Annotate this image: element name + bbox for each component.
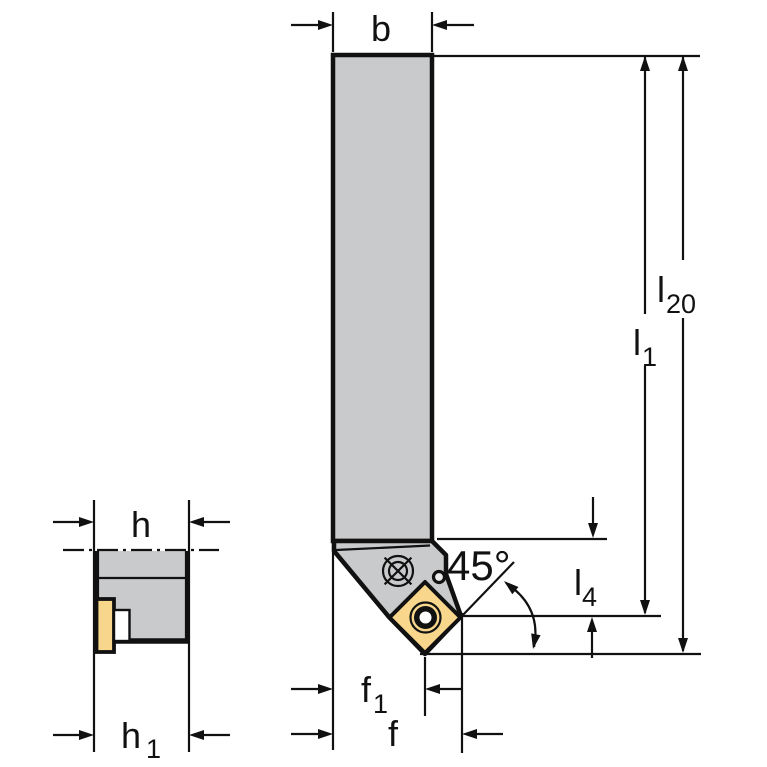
dimension-h: h <box>53 500 230 752</box>
side-view <box>63 548 219 654</box>
label-h1: h <box>121 715 141 756</box>
insert-hole <box>414 606 437 629</box>
insert-hole-outer <box>409 601 442 634</box>
dimension-l4: l 4 <box>574 497 598 658</box>
arrowhead <box>678 56 688 71</box>
arrowhead <box>640 600 650 615</box>
arrowhead <box>189 730 204 740</box>
screw-cross-line <box>383 556 413 586</box>
arrowhead <box>462 729 477 739</box>
label-l20: l <box>657 269 665 310</box>
label-f1: f <box>361 669 372 710</box>
arrowhead <box>531 633 541 649</box>
arrowhead <box>587 617 597 632</box>
arrowhead <box>318 729 333 739</box>
arrowhead <box>432 20 447 30</box>
cutting-insert-side <box>94 597 116 654</box>
angle-reference-line <box>460 561 515 618</box>
label-l4-sub: 4 <box>582 582 597 612</box>
tool-shank <box>330 52 435 544</box>
dimension-f1: f 1 <box>291 669 462 719</box>
label-h1-sub: 1 <box>146 734 161 764</box>
label-l20-sub: 20 <box>666 289 696 319</box>
label-f: f <box>388 713 399 754</box>
arrowhead <box>189 517 204 527</box>
insert-pocket-step <box>112 608 131 643</box>
clamp-pin-icon <box>431 569 447 585</box>
arrowhead <box>79 517 94 527</box>
arrowhead <box>588 523 598 538</box>
label-l4: l <box>574 562 582 603</box>
label-b: b <box>371 8 391 49</box>
arrowhead <box>504 581 519 595</box>
angle-annotation: 45° <box>447 542 541 649</box>
front-extension-lines <box>331 54 701 753</box>
dimension-l1: l 1 <box>633 56 657 615</box>
dimension-h1: h 1 <box>53 715 230 764</box>
head-transition-line <box>335 544 431 552</box>
clamp-screw-icon <box>381 554 415 588</box>
arrowhead <box>318 20 333 30</box>
screw-inner-circle <box>387 560 409 582</box>
front-view <box>330 52 464 657</box>
label-h: h <box>131 504 151 545</box>
dimension-l20: l 20 <box>657 56 696 653</box>
arrowhead <box>425 684 440 694</box>
arrowhead <box>678 638 688 653</box>
dimension-f: f <box>291 713 503 754</box>
arrowhead <box>318 684 333 694</box>
label-f1-sub: 1 <box>373 689 388 719</box>
arrowhead <box>640 56 650 71</box>
label-l1: l <box>633 322 641 363</box>
label-l1-sub: 1 <box>642 342 657 372</box>
screw-outer-circle <box>381 554 415 588</box>
label-angle: 45° <box>447 542 511 589</box>
arrowhead <box>79 730 94 740</box>
dimension-b: b <box>291 8 474 52</box>
